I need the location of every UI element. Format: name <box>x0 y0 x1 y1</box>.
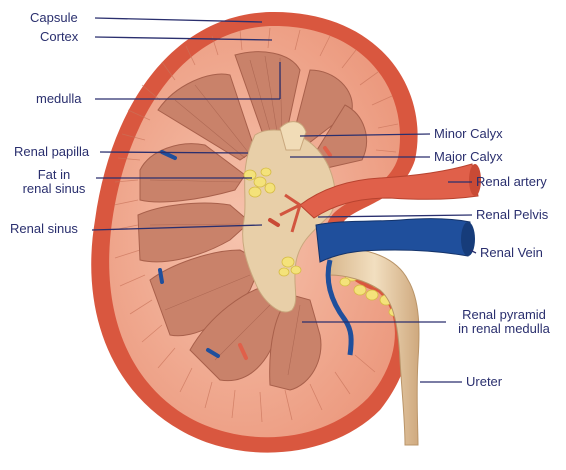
renal-artery-label: Renal artery <box>476 175 547 189</box>
capsule-label: Capsule <box>30 11 78 25</box>
ureter-label: Ureter <box>466 375 502 389</box>
renal-pyramid-label: Renal pyramid in renal medulla <box>446 308 562 336</box>
fat-in-renal-sinus-label: Fat in renal sinus <box>14 168 94 196</box>
cortex-label: Cortex <box>40 30 78 44</box>
fat-label-line-1: Fat in <box>14 168 94 182</box>
major-calyx-label: Major Calyx <box>434 150 503 164</box>
renal-pelvis-label: Renal Pelvis <box>476 208 548 222</box>
renal-sinus-label: Renal sinus <box>10 222 78 236</box>
renal-vein-shape <box>316 219 470 262</box>
medulla-label: medulla <box>36 92 82 106</box>
renal-papilla-label: Renal papilla <box>14 145 89 159</box>
minor-calyx-label: Minor Calyx <box>434 127 503 141</box>
fat-label-line-2: renal sinus <box>14 182 94 196</box>
pyramid-label-line-1: Renal pyramid <box>446 308 562 322</box>
pyramid-label-line-2: in renal medulla <box>446 322 562 336</box>
renal-vein-label: Renal Vein <box>480 246 543 260</box>
